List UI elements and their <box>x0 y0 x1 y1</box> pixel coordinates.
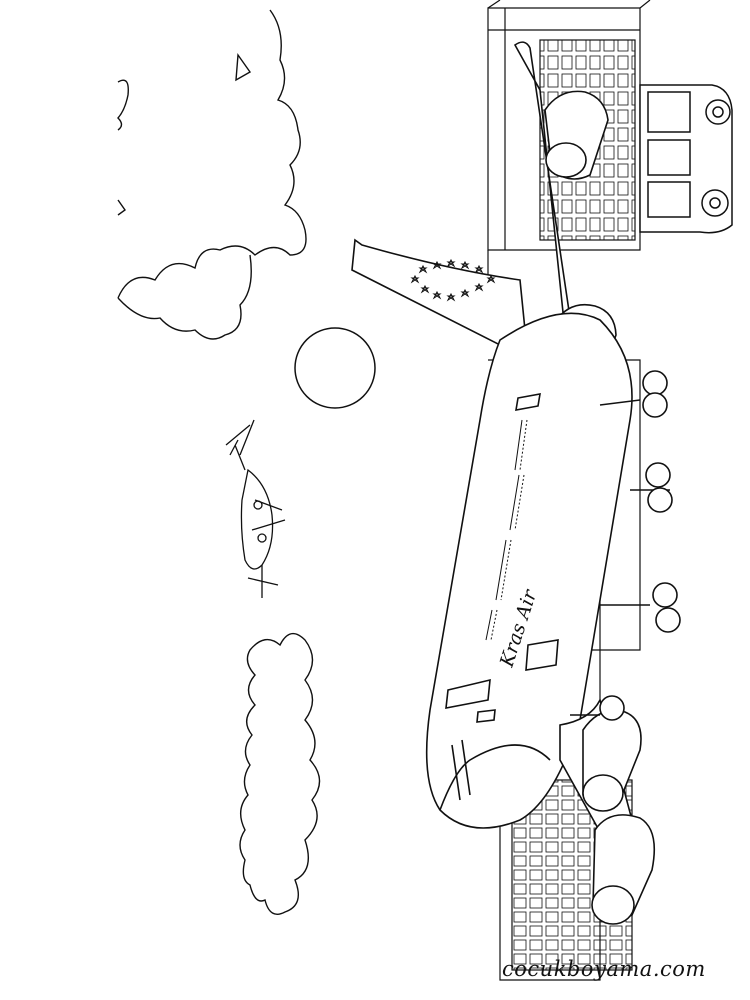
helicopter <box>225 419 286 598</box>
tail-stars <box>410 258 496 302</box>
cloud-upper <box>117 9 307 340</box>
cloud-lower <box>239 632 321 915</box>
site-watermark: cocukboyama.com <box>502 957 706 981</box>
sun <box>294 327 376 409</box>
cabin-windows <box>485 419 528 641</box>
service-van <box>639 84 733 234</box>
airliner <box>351 41 681 925</box>
